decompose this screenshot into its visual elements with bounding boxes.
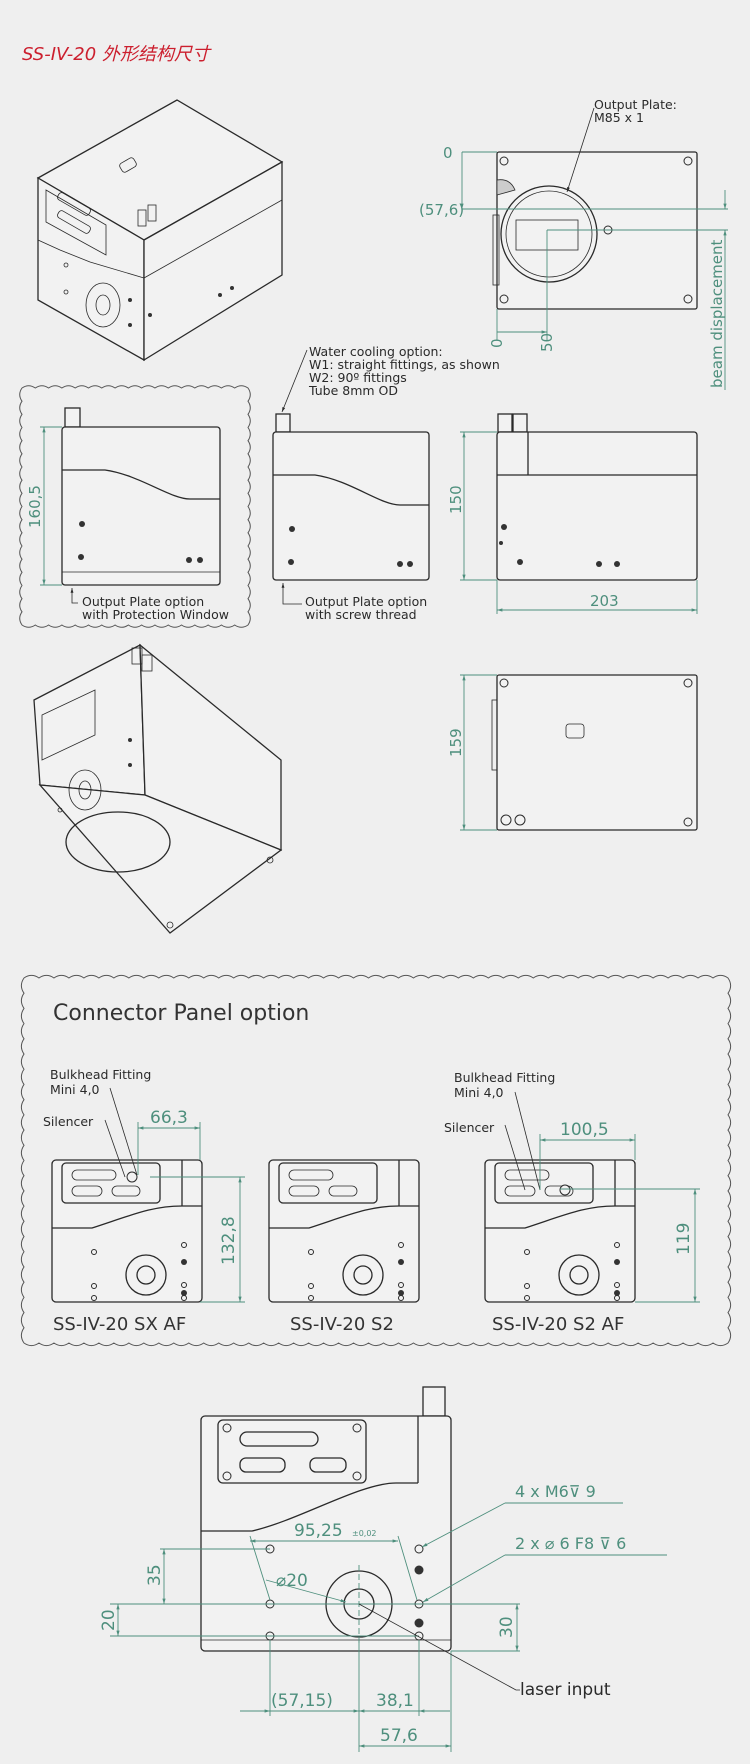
dim-30: 30 bbox=[497, 1616, 517, 1638]
connector-panel-title: Connector Panel option bbox=[53, 1001, 309, 1026]
pin-note: 2 x ⌀ 6 F8 ⊽ 6 bbox=[515, 1534, 626, 1553]
side-view-right: 150 203 bbox=[447, 413, 698, 614]
connector-panel-section: Connector Panel option Bulkhead Fitting … bbox=[43, 1001, 700, 1335]
protection-label-2: with Protection Window bbox=[82, 607, 229, 622]
water-cooling-note: Water cooling option: W1: straight fitti… bbox=[281, 344, 500, 413]
silencer-label: Silencer bbox=[43, 1114, 94, 1129]
front-view-laser-input: 4 x M6⊽ 9 2 x ⌀ 6 F8 ⊽ 6 95,25 ±0,02 ⌀20… bbox=[99, 1386, 667, 1752]
protection-label-1: Output Plate option bbox=[82, 594, 204, 609]
dim-160-5: 160,5 bbox=[26, 485, 44, 528]
dim-zero-horizontal: 0 bbox=[488, 338, 506, 348]
output-plate-label-2: M85 x 1 bbox=[594, 110, 644, 125]
scalloped-frame-protection bbox=[19, 385, 251, 628]
top-view-bottom: 159 bbox=[447, 674, 698, 831]
tolerance: ±0,02 bbox=[352, 1529, 377, 1538]
laser-input-label: laser input bbox=[520, 1680, 611, 1700]
dim-35: 35 bbox=[145, 1564, 165, 1586]
note-line: Tube 8mm OD bbox=[308, 383, 398, 398]
dim-20: 20 bbox=[99, 1609, 119, 1631]
dim-119: 119 bbox=[674, 1223, 694, 1255]
dim-50: 50 bbox=[538, 333, 556, 352]
screw-label-1: Output Plate option bbox=[305, 594, 427, 609]
silencer-label-s2af: Silencer bbox=[444, 1120, 495, 1135]
model-label-sx-af: SS-IV-20 SX AF bbox=[53, 1314, 186, 1335]
output-plate-label-1: Output Plate: bbox=[594, 97, 677, 112]
dim-66-3: 66,3 bbox=[150, 1108, 188, 1128]
scalloped-frame-connector-panel bbox=[20, 974, 732, 1347]
dim-203: 203 bbox=[590, 592, 619, 610]
note-line: Water cooling option: bbox=[309, 344, 443, 359]
top-view-output-plate: Output Plate: M85 x 1 0 (57,6) 0 50 beam… bbox=[419, 97, 728, 390]
beam-displacement-label: beam displacement bbox=[708, 239, 726, 388]
bulkhead-label-2-s2af: Mini 4,0 bbox=[454, 1085, 504, 1100]
dim-zero-vertical: 0 bbox=[443, 144, 453, 162]
dim-100-5: 100,5 bbox=[560, 1120, 609, 1140]
dim-159: 159 bbox=[447, 728, 465, 757]
dim-38-1: 38,1 bbox=[376, 1691, 414, 1711]
dim-dia-20: ⌀20 bbox=[276, 1571, 308, 1591]
dim-132-8: 132,8 bbox=[219, 1216, 239, 1265]
thread-note: 4 x M6⊽ 9 bbox=[515, 1482, 596, 1501]
side-view-protection-window: 160,5 Output Plate option with Protectio… bbox=[26, 407, 229, 622]
isometric-view-top bbox=[36, 99, 284, 362]
model-label-s2-af: SS-IV-20 S2 AF bbox=[492, 1314, 624, 1335]
isometric-view-bottom bbox=[33, 643, 283, 934]
side-view-screw-thread: Output Plate option with screw thread bbox=[272, 413, 430, 622]
dim-95-25: 95,25 bbox=[294, 1521, 343, 1541]
bulkhead-label-1-s2af: Bulkhead Fitting bbox=[454, 1070, 555, 1085]
bulkhead-label-2: Mini 4,0 bbox=[50, 1082, 100, 1097]
dim-150: 150 bbox=[447, 485, 465, 514]
note-line: W1: straight fittings, as shown bbox=[309, 357, 500, 372]
model-label-s2: SS-IV-20 S2 bbox=[290, 1314, 394, 1335]
screw-label-2: with screw thread bbox=[305, 607, 417, 622]
page-title: SS-IV-20 外形结构尺寸 bbox=[22, 44, 212, 65]
dim-57-6-front: 57,6 bbox=[380, 1726, 418, 1746]
dim-57-6: (57,6) bbox=[419, 201, 464, 219]
note-line: W2: 90º fittings bbox=[309, 370, 407, 385]
dim-57-15: (57,15) bbox=[271, 1691, 333, 1711]
bulkhead-label-1: Bulkhead Fitting bbox=[50, 1067, 151, 1082]
